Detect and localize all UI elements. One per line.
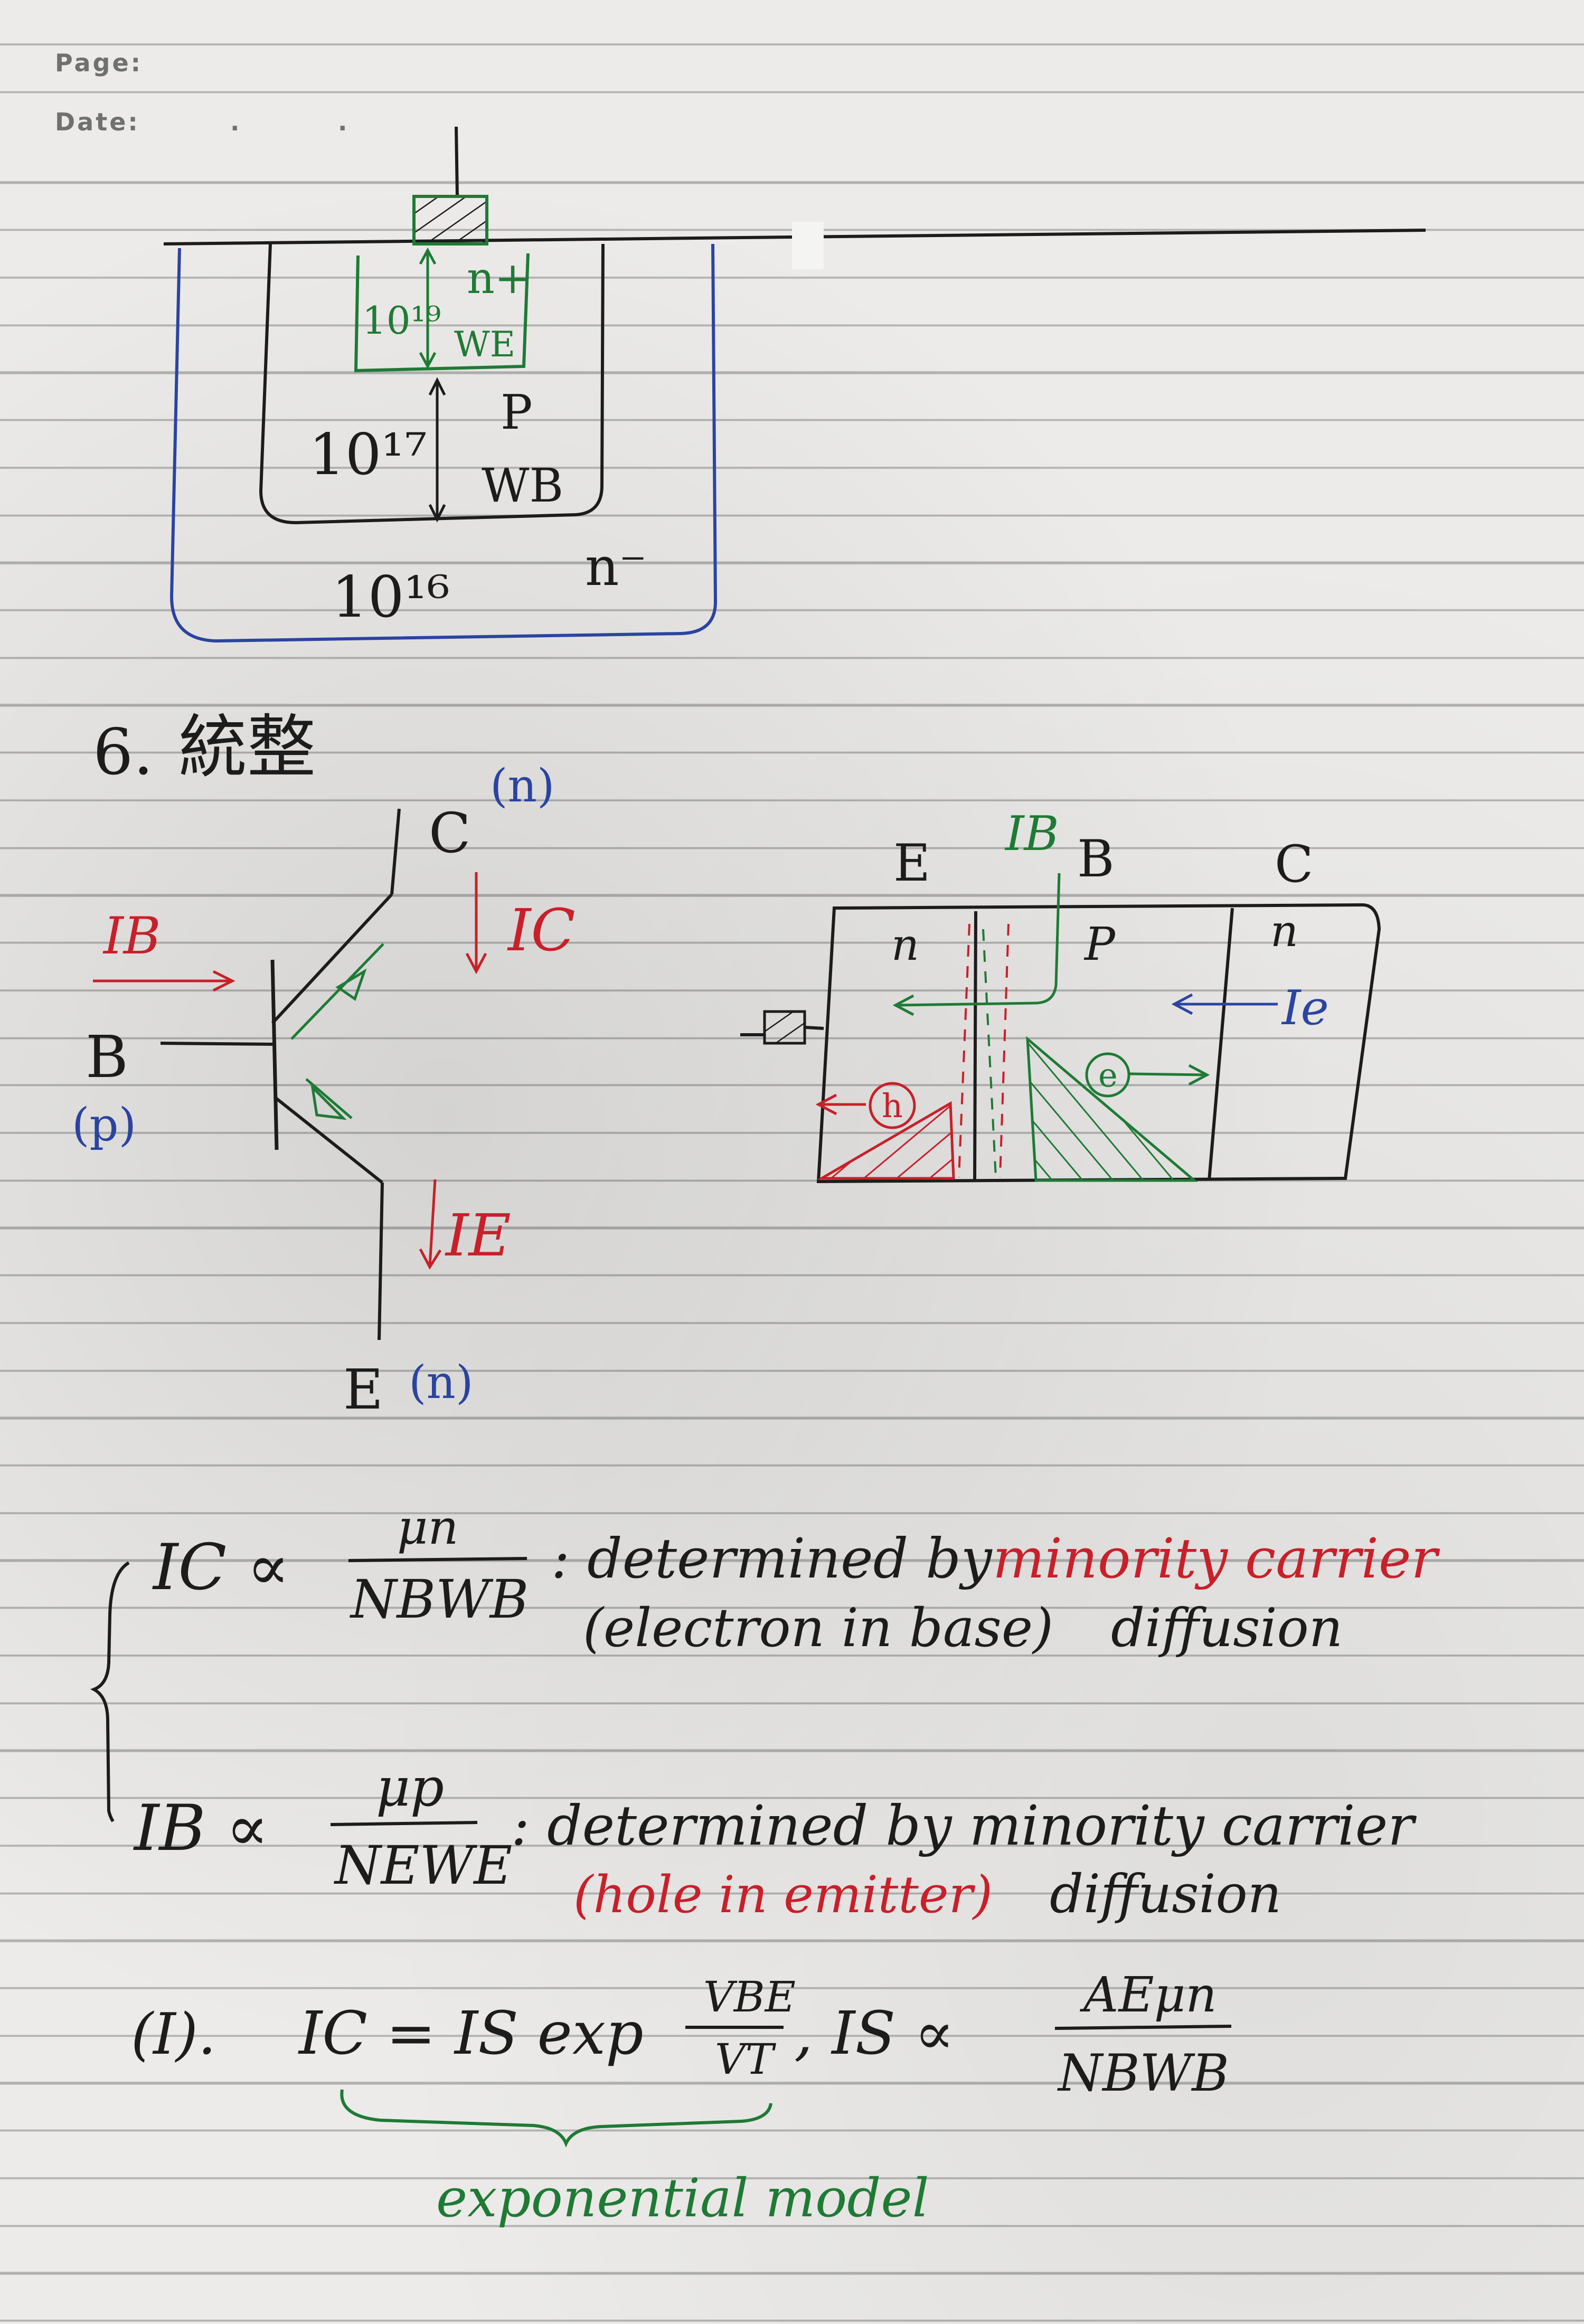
model-numerator: VBE: [703, 1972, 796, 2021]
ic-denominator: NBWB: [350, 1569, 529, 1630]
ic-description: : determined by: [551, 1526, 993, 1591]
ib-description: : determined by minority carrier: [511, 1793, 1417, 1858]
device-box: [816, 903, 1381, 1184]
model-denominator: VT: [715, 2035, 777, 2084]
underbrace: [340, 2089, 772, 2148]
electron-arrow: [1129, 1072, 1206, 1076]
is-proportional: , IS ∝: [794, 1999, 955, 2068]
hole-profile: [816, 1101, 955, 1180]
emitter-doping: 10¹⁹: [362, 298, 441, 343]
emitter-lead: [378, 1182, 384, 1340]
collector-type: n⁻: [585, 536, 647, 598]
bc-junction: [1208, 908, 1234, 1181]
collector-type-label: (n): [490, 760, 555, 813]
section-title: 統整: [178, 707, 316, 787]
ib-denominator: NEWE: [334, 1835, 512, 1896]
page-label: Page:: [55, 49, 143, 77]
ib-path: [897, 873, 1061, 1007]
collector-label: C: [429, 801, 471, 865]
model-prefix: (I).: [131, 2001, 216, 2067]
base-width: WB: [482, 458, 563, 513]
bjt-cross-section: 10¹⁹ n+ WE 10¹⁷ P WB 10¹⁶ n⁻: [163, 126, 1426, 643]
base-type-label: (p): [72, 1099, 136, 1151]
ib-hole-in-emitter: (hole in emitter): [573, 1865, 993, 1924]
collector-diagonal: [271, 893, 393, 1025]
collector-region-outline: [169, 243, 718, 643]
depletion-edge: [999, 923, 1010, 1178]
emitter-contact: [412, 195, 488, 245]
ground-contact: [763, 1010, 806, 1045]
ic-electron-in-base: (electron in base): [583, 1597, 1053, 1659]
green-diode-icon: [310, 1083, 347, 1120]
ic-proportional: IC ∝: [152, 1531, 290, 1604]
collector-doping: 10¹⁶: [332, 564, 450, 630]
base-type: P: [501, 385, 533, 440]
ic-diffusion: diffusion: [1111, 1597, 1343, 1659]
emitter-region-outline: [354, 253, 530, 373]
ic-label: IC: [507, 896, 576, 964]
emitter-lead: [455, 126, 459, 197]
electron-profile: [1026, 1036, 1198, 1182]
band-ib-label: IB: [1004, 806, 1059, 862]
band-ie-label: Ie: [1281, 980, 1329, 1036]
band-collector-label: C: [1275, 835, 1313, 894]
ie-label: IE: [445, 1202, 511, 1269]
emitter-type: n+: [467, 253, 531, 304]
fraction-bar: [348, 1557, 527, 1562]
hole-circle: [869, 1082, 916, 1129]
ib-diffusion: diffusion: [1050, 1863, 1281, 1925]
brace: [90, 1561, 130, 1822]
carrier-flow-diagram: E IB B C n P n Ie h e: [740, 806, 1381, 1184]
is-denominator: NBWB: [1057, 2044, 1229, 2103]
green-collector-line: [290, 943, 384, 1040]
band-p-base: P: [1083, 918, 1116, 971]
ic-numerator: μn: [397, 1500, 458, 1555]
depletion-edge: [958, 923, 970, 1178]
band-n-collector: n: [1270, 906, 1298, 957]
fraction-bar: [1054, 2025, 1232, 2030]
hole-symbol: h: [882, 1087, 903, 1125]
base-region-outline: [259, 243, 605, 525]
band-emitter-label: E: [893, 834, 930, 893]
date-separator: .: [338, 108, 350, 136]
section-number: 6.: [93, 716, 154, 789]
emitter-diagonal: [274, 1095, 383, 1184]
paper-patch: [792, 222, 824, 269]
eb-junction: [973, 911, 977, 1181]
emitter-label: E: [343, 1357, 383, 1422]
ie-arrow: [428, 1179, 437, 1267]
electron-symbol: e: [1098, 1056, 1118, 1094]
electron-circle: [1085, 1052, 1130, 1098]
is-numerator: AEμn: [1079, 1967, 1217, 2023]
emitter-width: WE: [454, 324, 515, 365]
base-doping: 10¹⁷: [309, 422, 427, 488]
green-diode-icon: [335, 968, 367, 1001]
equations: IC ∝ μn NBWB : determined by minority ca…: [90, 1500, 1440, 2229]
date-separator: .: [230, 108, 242, 136]
npn-transistor-symbol: C (n) IC IB B (p) IE E (n): [72, 760, 576, 1422]
base-bar: [270, 959, 279, 1150]
collector-lead: [390, 808, 401, 895]
fraction-bar: [330, 1821, 478, 1826]
date-label: Date:: [55, 108, 140, 136]
ib-proportional: IB ∝: [133, 1792, 269, 1865]
ic-minority-carrier: minority carrier: [993, 1526, 1440, 1591]
base-label: B: [86, 1023, 128, 1091]
exponential-model-label: exponential model: [436, 2167, 929, 2229]
ib-label: IB: [102, 906, 161, 966]
band-n-emitter: n: [891, 920, 919, 970]
band-base-label: B: [1077, 829, 1115, 889]
emitter-type-label: (n): [409, 1356, 474, 1409]
ib-numerator: μp: [376, 1756, 444, 1818]
model-equation: IC = IS exp: [298, 1999, 644, 2068]
base-lead: [160, 1042, 273, 1046]
depletion-edge: [982, 929, 997, 1178]
